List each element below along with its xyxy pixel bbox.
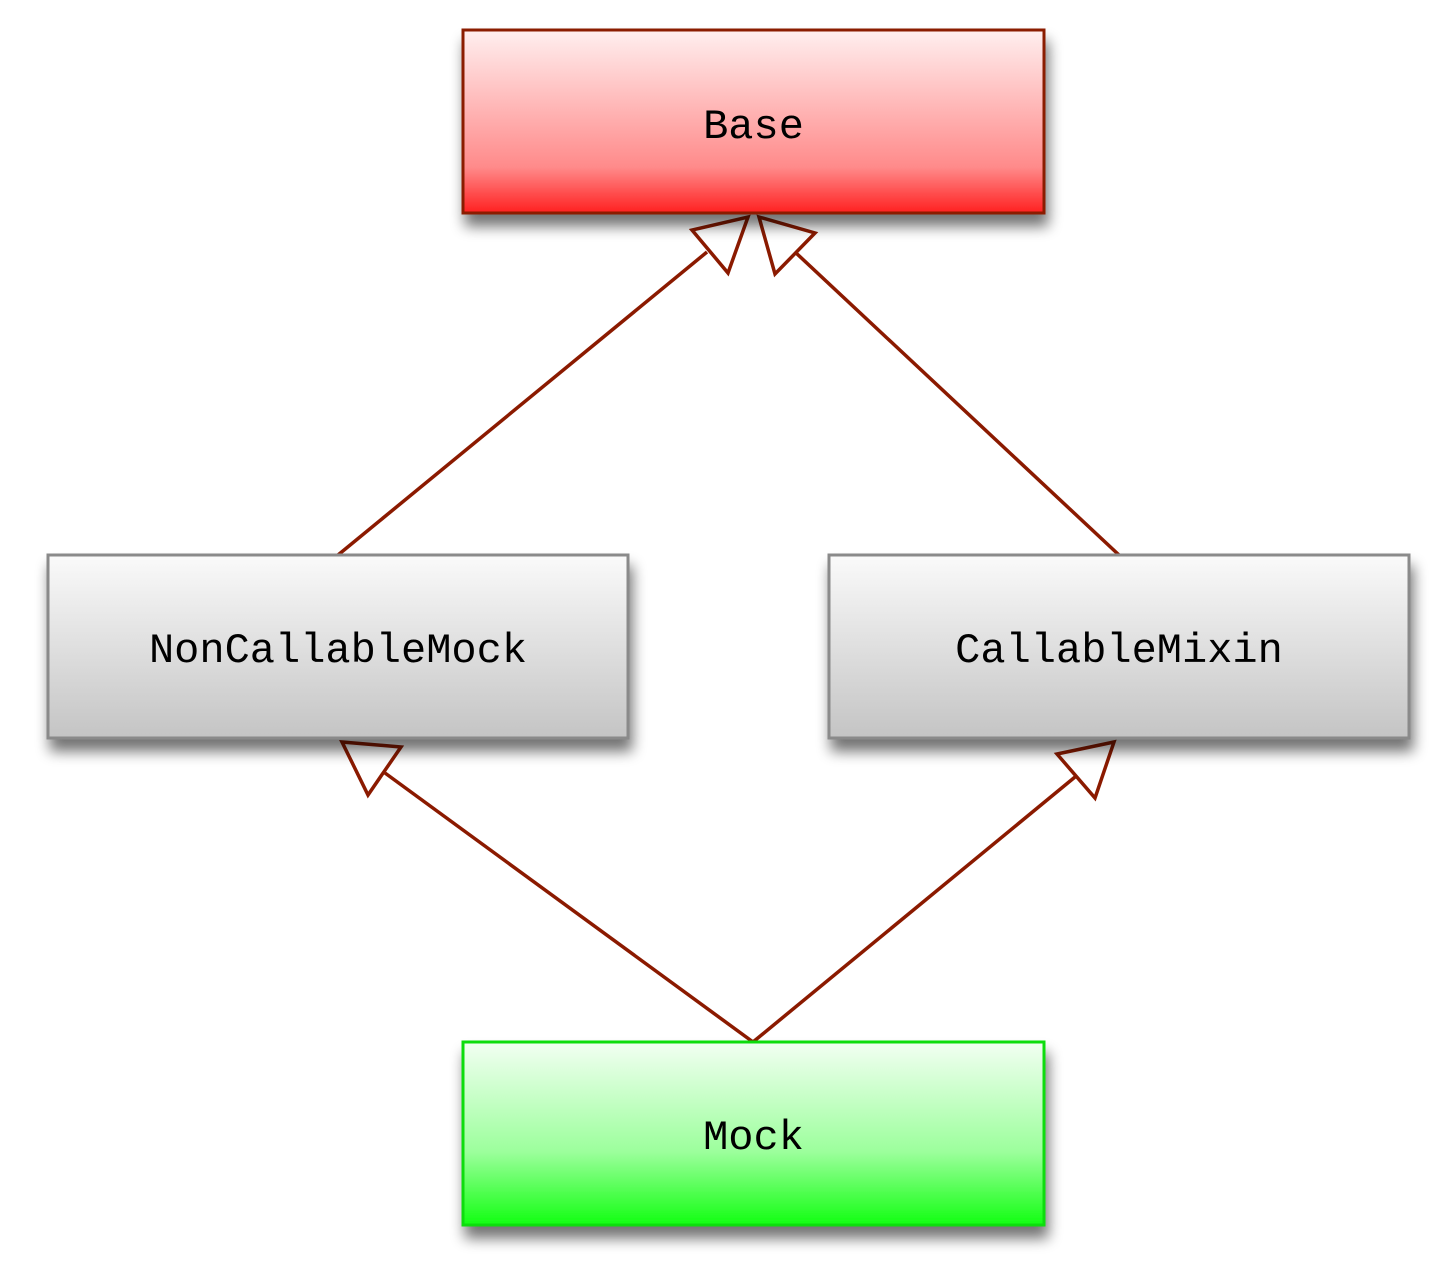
node-mock-label: Mock (703, 1114, 804, 1162)
inheritance-arrowhead-icon (756, 214, 819, 278)
node-noncallablemock-label: NonCallableMock (149, 627, 527, 675)
node-base-box (461, 28, 1046, 215)
node-noncallablemock-box (46, 553, 630, 740)
edge-mock-to-noncallablemock (339, 739, 755, 1044)
edges (336, 214, 1121, 1044)
node-base-label: Base (703, 103, 804, 151)
node-base: Base (461, 28, 1046, 215)
node-callablemixin-label: CallableMixin (955, 627, 1283, 675)
edge-mock-to-callablemixin (751, 739, 1117, 1044)
edge-line (336, 250, 709, 557)
node-mock-box (461, 1040, 1046, 1227)
edge-callablemixin-to-base (756, 214, 1121, 557)
inheritance-arrowhead-icon (1053, 739, 1117, 802)
node-mock: Mock (461, 1040, 1046, 1227)
node-noncallablemock: NonCallableMock (46, 553, 630, 740)
edge-line (793, 250, 1121, 557)
edge-line (751, 775, 1077, 1044)
node-callablemixin-box (827, 553, 1411, 740)
inheritance-arrowhead-icon (339, 739, 405, 799)
edge-line (383, 771, 755, 1044)
node-callablemixin: CallableMixin (827, 553, 1411, 740)
edge-noncallablemock-to-base (336, 214, 751, 557)
inheritance-arrowhead-icon (688, 214, 751, 277)
